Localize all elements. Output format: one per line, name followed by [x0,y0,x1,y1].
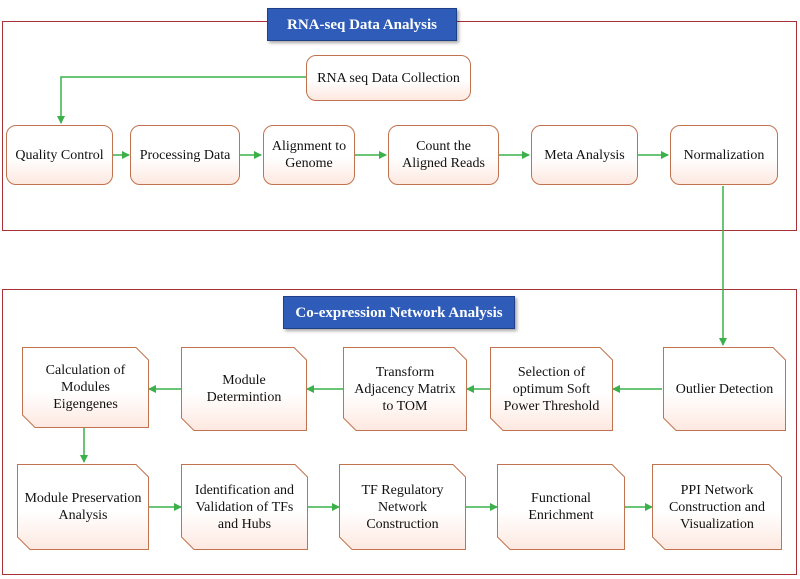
node-label: Module Preservation Analysis [24,491,142,523]
node-rna-seq-data-collection: RNA seq Data Collection [306,55,471,101]
rna-seq-title: RNA-seq Data Analysis [267,8,457,41]
node-count-aligned-reads: Count the Aligned Reads [388,125,499,185]
node-label: Meta Analysis [544,147,625,163]
node-tfs-hubs: Identification and Validation of TFs and… [181,464,308,550]
node-modules-eigengenes: Calculation of Modules Eigengenes [22,347,149,428]
node-tf-regulatory-network: TF Regulatory Network Construction [339,464,466,550]
node-label: Outlier Detection [675,381,774,397]
snip-shape [497,464,625,550]
node-label: TF Regulatory Network Construction [361,482,444,532]
node-processing-data: Processing Data [130,125,240,185]
node-label: Processing Data [139,147,231,163]
node-label: Alignment to Genome [271,139,347,171]
snip-shape [490,347,613,431]
node-functional-enrichment: Functional Enrichment [497,464,625,550]
node-label: Quality Control [15,147,104,163]
node-label: Identification and Validation of TFs and… [194,482,295,532]
node-label: PPI Network Construction and Visualizati… [668,482,766,532]
snip-shape [181,347,307,431]
snip-shape [17,464,149,550]
node-label: Transform Adjacency Matrix to TOM [354,364,456,414]
snip-shape [339,464,466,550]
node-module-determination: Module Determintion [181,347,307,431]
node-transform-to-tom: Transform Adjacency Matrix to TOM [343,347,467,431]
arrow-collection-to-quality [57,76,306,124]
coexpression-title: Co-expression Network Analysis [283,296,515,329]
node-label: RNA seq Data Collection [317,70,460,86]
node-normalization: Normalization [670,125,778,185]
node-module-preservation: Module Preservation Analysis [17,464,149,550]
node-soft-power-threshold: Selection of optimum Soft Power Threshol… [490,347,613,431]
snip-shape [652,464,782,550]
node-label: Module Determintion [206,373,282,405]
node-label: Count the Aligned Reads [402,139,485,171]
node-label: Normalization [683,147,765,163]
node-label: Functional Enrichment [528,491,594,523]
snip-shape [22,347,149,428]
node-outlier-detection: Outlier Detection [663,347,786,431]
node-meta-analysis: Meta Analysis [531,125,638,185]
coexpression-panel [2,289,797,575]
snip-shape [181,464,308,550]
node-label: Selection of optimum Soft Power Threshol… [503,364,600,414]
node-ppi-network: PPI Network Construction and Visualizati… [652,464,782,550]
node-alignment-to-genome: Alignment to Genome [263,125,355,185]
node-label: Calculation of Modules Eigengenes [45,363,126,412]
snip-shape [343,347,467,431]
snip-shape [663,347,786,431]
node-quality-control: Quality Control [6,125,113,185]
